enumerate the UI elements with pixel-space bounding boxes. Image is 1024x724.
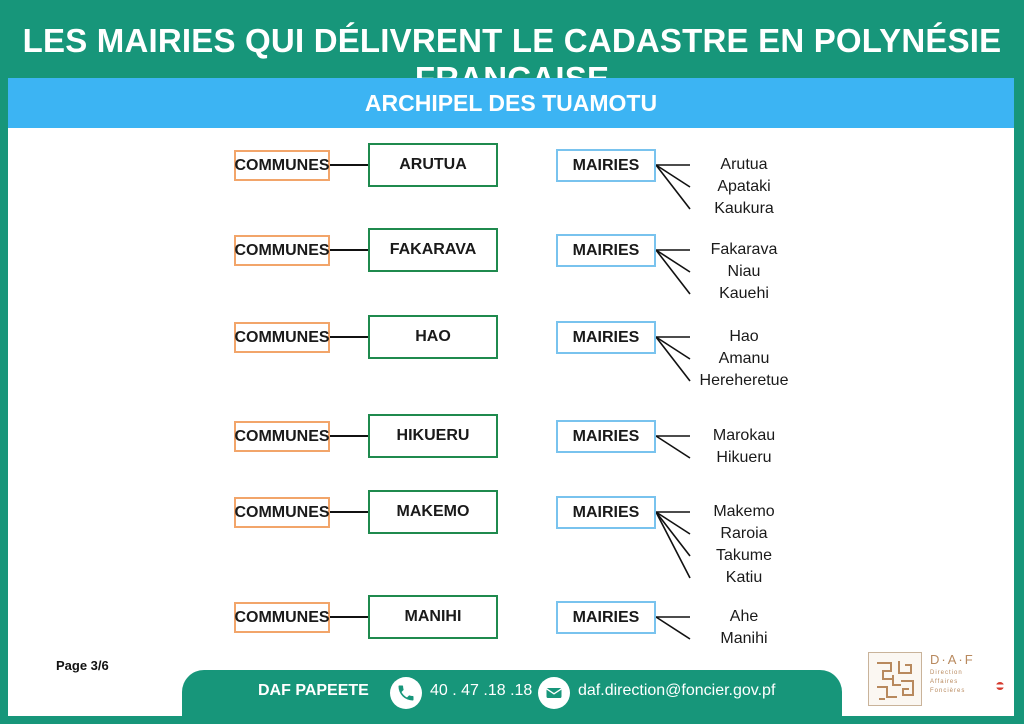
phone-number[interactable]: 40 . 47 .18 .18: [430, 682, 533, 699]
communes-label: COMMUNES: [234, 602, 330, 633]
communes-label: COMMUNES: [234, 421, 330, 452]
commune-name: ARUTUA: [368, 143, 498, 187]
mairie-name: Fakarava: [710, 241, 778, 258]
communes-label: COMMUNES: [234, 235, 330, 266]
commune-name: MANIHI: [368, 595, 498, 639]
commune-name: FAKARAVA: [368, 228, 498, 272]
mairies-label: MAIRIES: [556, 321, 656, 354]
logo-sub-line: Affaires: [930, 679, 959, 685]
mairies-label: MAIRIES: [556, 420, 656, 453]
daf-logo-subtitle: Direction Affaires Foncières: [930, 669, 965, 696]
connector-lines: [330, 164, 691, 640]
communes-label: COMMUNES: [234, 150, 330, 181]
mairie-name: Hikueru: [716, 449, 772, 466]
footer-contact: DAF PAPEETE 40 . 47 .18 .18 daf.directio…: [182, 670, 842, 716]
daf-logo-mark: [868, 652, 922, 706]
mairies-label: MAIRIES: [556, 601, 656, 634]
mairie-name: Manihi: [720, 630, 768, 647]
email-link[interactable]: daf.direction@foncier.gov.pf: [578, 682, 776, 699]
mairie-name: Kauehi: [719, 285, 769, 302]
mail-icon: [538, 677, 570, 709]
mairie-name: Kaukura: [714, 200, 774, 217]
mairie-name: Ahe: [729, 608, 759, 625]
mairie-name: Amanu: [718, 350, 770, 367]
mairie-name: Makemo: [713, 503, 775, 520]
flag-icon: [996, 682, 1004, 690]
archipel-title: ARCHIPEL DES TUAMOTU: [8, 78, 1014, 128]
mairie-name: Niau: [727, 263, 761, 280]
mairie-name: Hereheretue: [699, 372, 789, 389]
mairie-name: Katiu: [725, 569, 763, 586]
communes-label: COMMUNES: [234, 322, 330, 353]
daf-logo: D·A·F Direction Affaires Foncières: [868, 652, 1008, 710]
daf-logo-letters: D·A·F: [930, 652, 975, 667]
mairies-label: MAIRIES: [556, 234, 656, 267]
logo-sub-line: Direction: [930, 670, 963, 676]
page-number: Page 3/6: [56, 658, 109, 673]
content-panel: ARCHIPEL DES TUAMOTU COMMUNES ARUTUA MAIRI…: [8, 78, 1014, 716]
mairie-name: Apataki: [717, 178, 771, 195]
office-name: DAF PAPEETE: [258, 682, 369, 699]
mairie-name: Takume: [715, 547, 773, 564]
commune-name: HAO: [368, 315, 498, 359]
commune-name: MAKEMO: [368, 490, 498, 534]
commune-name: HIKUERU: [368, 414, 498, 458]
mairies-label: MAIRIES: [556, 149, 656, 182]
mairie-name: Hao: [729, 328, 759, 345]
communes-label: COMMUNES: [234, 497, 330, 528]
mairie-name: Arutua: [720, 156, 768, 173]
mairies-label: MAIRIES: [556, 496, 656, 529]
logo-sub-line: Foncières: [930, 688, 966, 694]
phone-icon: [390, 677, 422, 709]
mairie-name: Marokau: [712, 427, 776, 444]
page-title: LES MAIRIES QUI DÉLIVRENT LE CADASTRE EN…: [22, 22, 1002, 97]
mairie-name: Raroia: [720, 525, 768, 542]
